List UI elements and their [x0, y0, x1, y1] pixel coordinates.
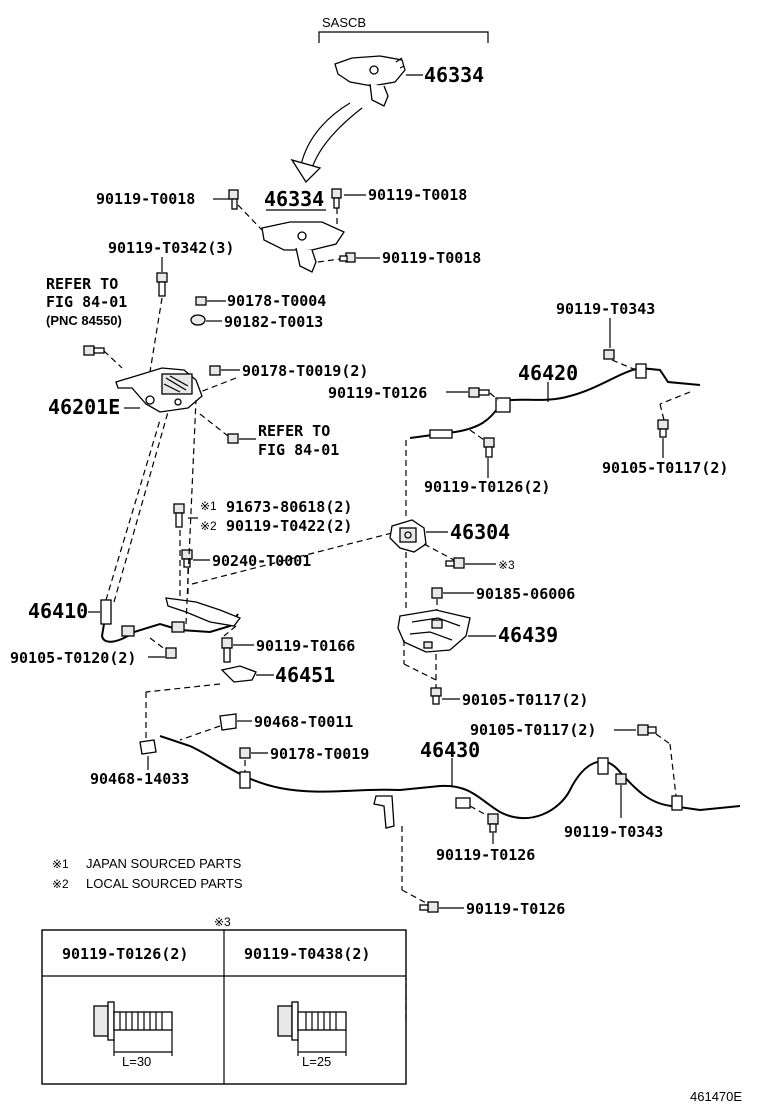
note1-mark: ※1: [52, 857, 69, 871]
refer2-line1: REFER TO: [258, 422, 330, 440]
mark1-label: ※1: [200, 499, 217, 513]
bolt-icon: [156, 272, 168, 297]
clip-icon: [219, 713, 237, 731]
bolt-t0166-label: 90119-T0166: [256, 637, 355, 655]
part-46334-mid-label: 46334: [264, 187, 324, 211]
refer1-line3: (PNC 84550): [46, 313, 122, 328]
inset-col1-length: L=30: [122, 1054, 151, 1069]
mark3-label: ※3: [498, 558, 515, 572]
part-46430-label: 46430: [420, 738, 480, 762]
note1-text: JAPAN SOURCED PARTS: [86, 856, 242, 871]
bolt-icon: [83, 345, 105, 356]
bolt-t0001-label: 90240-T0001: [212, 552, 311, 570]
bolt-icon: [487, 813, 499, 833]
refer2-line2: FIG 84-01: [258, 441, 339, 459]
part-46451-drawing: [220, 665, 257, 683]
inset-col1-part: 90119-T0126(2): [62, 945, 188, 963]
bolt-icon: [227, 433, 239, 444]
flange-bolt-icon: [277, 1001, 347, 1041]
part-46334-mid-drawing: 46334 90119-T0018 90119-T0018 90119-T001…: [96, 186, 481, 273]
bolt-t0018-c-label: 90119-T0018: [382, 249, 481, 267]
part-46430-drawing: [159, 735, 741, 829]
part-46439-drawing: [397, 609, 471, 653]
bolt-icon: [445, 557, 465, 569]
flange-bolt-icon: [93, 1001, 173, 1041]
nut-icon: [195, 296, 207, 306]
note2-mark: ※2: [52, 877, 69, 891]
figure-id: 461470E: [690, 1089, 742, 1104]
refer1-line2: FIG 84-01: [46, 293, 127, 311]
sascb-bracket: SASCB: [318, 15, 489, 43]
part-46410-drawing: [100, 597, 242, 643]
clip-icon: [637, 724, 657, 736]
part-46420-label: 46420: [518, 361, 578, 385]
bolt-icon: [331, 188, 342, 209]
clip-icon: [430, 687, 442, 705]
bolt-icon: [181, 549, 193, 568]
nut-icon: [239, 747, 251, 759]
bolt-icon: [228, 189, 239, 210]
zoom-arrow: [290, 102, 363, 184]
part-46410-label: 46410: [28, 599, 88, 623]
bolt-icon: [173, 503, 185, 528]
clip-icon: [165, 647, 177, 659]
clip-t0117-2c-label: 90105-T0117(2): [470, 721, 596, 739]
nut-t0019-label: 90178-T0019: [270, 745, 369, 763]
note2-text: LOCAL SOURCED PARTS: [86, 876, 243, 891]
bolt-t0018-b-label: 90119-T0018: [368, 186, 467, 204]
bolt-icon: [468, 387, 490, 398]
bolt-t0126-c-label: 90119-T0126: [466, 900, 565, 918]
mark2-label: ※2: [200, 519, 217, 533]
part-46439-label: 46439: [498, 623, 558, 647]
bolt-t0343-b-label: 90119-T0343: [564, 823, 663, 841]
variant-label: SASCB: [322, 15, 366, 30]
bolt-icon: [221, 637, 233, 663]
nut-icon: [431, 587, 443, 599]
washer-icon: [190, 314, 206, 326]
part-46334-top-drawing: 46334: [334, 55, 484, 107]
bolt-t0126-b-label: 90119-T0126: [436, 846, 535, 864]
nut-t0004-label: 90178-T0004: [227, 292, 326, 310]
part-46451-label: 46451: [275, 663, 335, 687]
clip-t0120-label: 90105-T0120(2): [10, 649, 136, 667]
clip-t0117-2a-label: 90105-T0117(2): [602, 459, 728, 477]
bolt-t0018-a-label: 90119-T0018: [96, 190, 195, 208]
nut-icon: [603, 349, 615, 360]
part-46201e-drawing: [115, 367, 203, 413]
part-46334-top-label: 46334: [424, 63, 484, 87]
nut-t0019-2-label: 90178-T0019(2): [242, 362, 368, 380]
part-46420-drawing: [409, 363, 701, 439]
nut-icon: [209, 365, 221, 376]
clip-icon: [139, 739, 157, 755]
bolt-icon: [419, 901, 439, 913]
clip-t0011-label: 90468-T0011: [254, 713, 353, 731]
bolt-80618-label: 91673-80618(2): [226, 498, 352, 516]
inset-col2-part: 90119-T0438(2): [244, 945, 370, 963]
bolt-icon: [339, 252, 356, 263]
nut-icon: [615, 773, 627, 785]
bolt-t0126-2-label: 90119-T0126(2): [424, 478, 550, 496]
part-46304-label: 46304: [450, 520, 510, 544]
bolt-icon: [483, 437, 495, 458]
bolt-t0342-label: 90119-T0342(3): [108, 239, 234, 257]
clip-t0117-2b-label: 90105-T0117(2): [462, 691, 588, 709]
bolt-t0126-a-label: 90119-T0126: [328, 384, 427, 402]
refer1-line1: REFER TO: [46, 275, 118, 293]
bolt-t0422-label: 90119-T0422(2): [226, 517, 352, 535]
part-46304-drawing: [389, 519, 427, 553]
inset-mark: ※3: [214, 915, 231, 929]
inset-col2-length: L=25: [302, 1054, 331, 1069]
part-46201e-label: 46201E: [48, 395, 120, 419]
clip-14033-label: 90468-14033: [90, 770, 189, 788]
nut-06006-label: 90185-06006: [476, 585, 575, 603]
bolt-t0343-a-label: 90119-T0343: [556, 300, 655, 318]
clip-icon: [657, 419, 669, 438]
nut-t0013-label: 90182-T0013: [224, 313, 323, 331]
inset-table: ※3 90119-T0126(2) 90119-T0438(2) L=30 L=…: [41, 915, 407, 1085]
